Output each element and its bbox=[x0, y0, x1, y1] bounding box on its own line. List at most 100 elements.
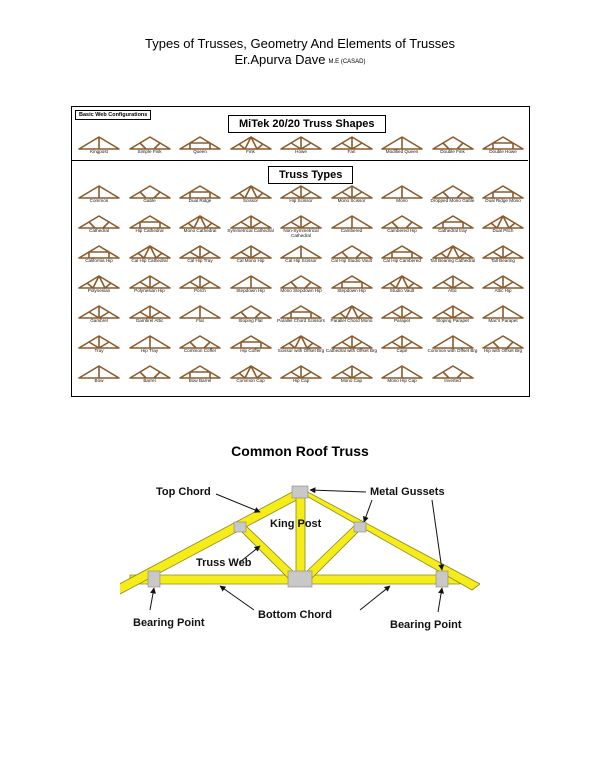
arrow-bottom-chord-right bbox=[359, 585, 391, 611]
truss-shape-label: Cathedral bbox=[89, 228, 109, 233]
label-king-post: King Post bbox=[270, 518, 322, 530]
truss-thumbnail bbox=[431, 185, 474, 199]
truss-type-item: Hip Tray bbox=[125, 333, 175, 361]
arrow-gusset-peak bbox=[309, 487, 367, 494]
truss-shape-label: Fan bbox=[347, 149, 356, 154]
diagram-title: Common Roof Truss bbox=[231, 443, 369, 459]
arrow-gusset-right bbox=[363, 499, 373, 523]
arrow-truss-web bbox=[239, 545, 261, 563]
truss-shapes-chart: Basic Web Configurations MiTek 20/20 Tru… bbox=[71, 106, 530, 397]
truss-thumbnail bbox=[128, 245, 171, 259]
truss-shape-label: Hip Scissor bbox=[289, 198, 313, 203]
truss-thumbnail bbox=[482, 335, 524, 349]
truss-type-item: Cathedral with Offset Brg bbox=[326, 333, 377, 361]
truss-type-item: Cal Hip Cathedral bbox=[125, 243, 175, 271]
truss-shape-label: Parapet bbox=[393, 318, 411, 323]
truss-shape-label: Parallel Chord Scissors bbox=[277, 318, 325, 323]
common-roof-truss-diagram bbox=[120, 485, 480, 613]
truss-type-item: Symmetrical Cathedral bbox=[226, 213, 276, 241]
truss-shape-label: Hip with Offset Brg bbox=[483, 348, 523, 353]
truss-type-item: Common with Offset Brg bbox=[428, 333, 478, 361]
truss-type-item: Parallel Chord Scissors bbox=[276, 303, 326, 331]
basic-shape-item: Double Howe bbox=[478, 134, 528, 162]
truss-type-item: Attic Hip bbox=[478, 273, 528, 301]
truss-type-item: Common Coffer bbox=[175, 333, 225, 361]
truss-type-item: Mac's Parapet bbox=[478, 303, 528, 331]
truss-thumbnail bbox=[482, 185, 524, 199]
truss-web-left bbox=[237, 523, 297, 579]
truss-type-item: Cathedral bbox=[74, 213, 124, 241]
truss-thumbnail bbox=[128, 185, 171, 199]
truss-shape-label: Kingpost bbox=[90, 149, 108, 154]
truss-thumbnail bbox=[330, 335, 373, 349]
truss-thumbnail bbox=[280, 215, 322, 229]
truss-thumbnail bbox=[78, 275, 120, 289]
truss-shape-label: Parallel Chord Mono bbox=[330, 318, 373, 323]
truss-shape-label: Tall Bearing bbox=[490, 258, 515, 263]
mitek-shapes-title: MiTek 20/20 Truss Shapes bbox=[228, 115, 386, 133]
gusset-right-web bbox=[353, 521, 367, 533]
author-affiliation: M.E (CASAD) bbox=[328, 59, 366, 65]
truss-shape-label: Hip Coffer bbox=[240, 348, 261, 353]
truss-shape-label: Mono Cathedral bbox=[183, 228, 217, 233]
truss-thumbnail bbox=[330, 365, 373, 379]
basic-shape-item: Fink bbox=[226, 134, 276, 162]
truss-thumbnail bbox=[229, 215, 272, 229]
callout-arrows bbox=[149, 487, 445, 613]
arrow-gusset-right-bearing bbox=[431, 499, 445, 571]
truss-shape-label: Attic Hip bbox=[494, 288, 512, 293]
truss-shape-label: Mono Cap bbox=[340, 378, 363, 383]
basic-shape-item: Simple Fink bbox=[125, 134, 175, 162]
truss-shape-label: Cal Mono Hip bbox=[236, 258, 265, 263]
truss-shape-label: Studio Vault bbox=[389, 288, 415, 293]
truss-thumbnail bbox=[482, 275, 524, 289]
truss-type-item: Common Cap bbox=[226, 363, 276, 391]
truss-thumbnail bbox=[179, 365, 221, 379]
truss-shape-label: Cal Hip Scissor bbox=[285, 258, 317, 263]
arrow-bearing-left bbox=[149, 587, 156, 611]
truss-type-item: Non-Symmetrical Cathedral bbox=[276, 213, 326, 241]
truss-thumbnail bbox=[179, 215, 221, 229]
truss-thumbnail bbox=[128, 136, 171, 150]
truss-type-item: Dropped Mono Gable bbox=[428, 183, 478, 211]
truss-type-item: Stepdown Hip bbox=[226, 273, 276, 301]
truss-shape-label: Common Cap bbox=[236, 378, 265, 383]
truss-thumbnail bbox=[431, 245, 474, 259]
truss-thumbnail bbox=[280, 305, 322, 319]
truss-thumbnail bbox=[330, 275, 373, 289]
truss-shape-label: Mono bbox=[396, 198, 408, 203]
truss-shape-label: Hip Cathedral bbox=[135, 228, 164, 233]
truss-type-item: Tall Bearing bbox=[478, 243, 528, 271]
truss-thumbnail bbox=[229, 245, 272, 259]
truss-shape-label: Bow bbox=[94, 378, 104, 383]
gusset-center bbox=[287, 570, 313, 588]
truss-type-item: Attic bbox=[428, 273, 478, 301]
truss-type-item: Mono Hip Cap bbox=[377, 363, 427, 391]
truss-thumbnail bbox=[431, 136, 474, 150]
truss-shape-label: Cape bbox=[396, 348, 408, 353]
gusset-left-web bbox=[233, 521, 247, 533]
document-title: Types of Trusses, Geometry And Elements … bbox=[145, 36, 455, 51]
truss-type-item: Dual Pitch bbox=[478, 213, 528, 241]
basic-shape-item: Fan bbox=[327, 134, 377, 162]
gusset-peak bbox=[291, 485, 309, 499]
truss-thumbnail bbox=[229, 305, 272, 319]
truss-thumbnail bbox=[280, 136, 322, 150]
truss-types-title: Truss Types bbox=[268, 166, 354, 184]
truss-thumbnail bbox=[330, 245, 373, 259]
truss-type-item: Polynesian bbox=[74, 273, 124, 301]
truss-shape-label: Common bbox=[89, 198, 109, 203]
truss-thumbnail bbox=[482, 136, 524, 150]
truss-type-item: Parapet bbox=[377, 303, 427, 331]
truss-type-item: Gambrel Attic bbox=[125, 303, 175, 331]
truss-thumbnail bbox=[78, 365, 120, 379]
truss-type-item: Mono bbox=[377, 183, 427, 211]
truss-thumbnail bbox=[179, 275, 221, 289]
truss-type-item: Tray bbox=[74, 333, 124, 361]
truss-shape-label: Non-Symmetrical Cathedral bbox=[283, 228, 319, 238]
author-name: Er.Apurva Dave bbox=[234, 52, 326, 67]
truss-thumbnail bbox=[381, 275, 423, 289]
basic-web-configurations-frame bbox=[72, 107, 528, 161]
truss-type-item: Sloping Flat bbox=[226, 303, 276, 331]
truss-shape-label: Barrel bbox=[143, 378, 156, 383]
